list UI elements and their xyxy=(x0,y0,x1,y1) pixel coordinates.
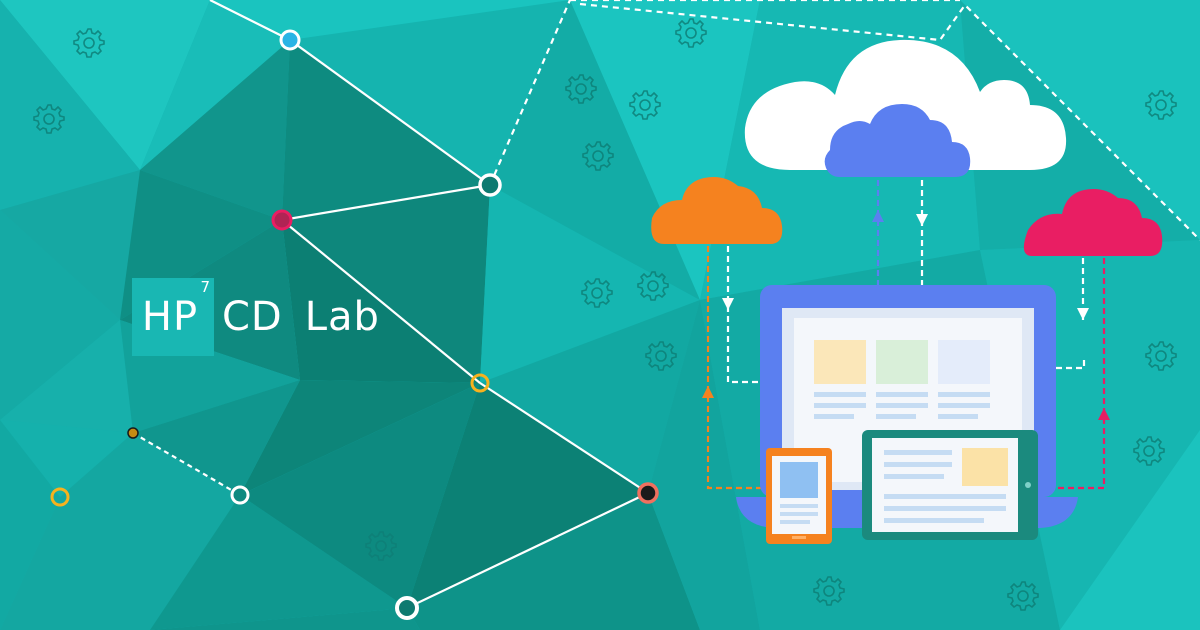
cloud-icon xyxy=(651,177,783,244)
arrow-up-icon xyxy=(1098,408,1110,420)
arrow-down-icon xyxy=(722,298,734,310)
connector-arrows xyxy=(702,210,1110,420)
arrow-up-icon xyxy=(872,210,884,222)
network-node-icon xyxy=(637,482,659,504)
connector-lines xyxy=(706,180,1106,490)
cloud-icon xyxy=(824,104,971,177)
network-node-icon xyxy=(127,427,139,439)
logo-hp-text: HP xyxy=(141,294,199,340)
network-nodes xyxy=(50,29,659,620)
arrow-down-icon xyxy=(916,214,928,226)
cloud-icon xyxy=(1023,189,1163,256)
blue-cloud xyxy=(824,104,971,177)
network-lines xyxy=(132,0,1200,609)
phone-icon xyxy=(766,448,832,544)
network-node-icon xyxy=(279,29,301,51)
logo-hp-box: HP 7 xyxy=(132,278,214,356)
orange-cloud xyxy=(651,177,783,244)
arrow-down-icon xyxy=(1077,308,1089,320)
network-node-icon xyxy=(470,373,490,393)
network-node-icon xyxy=(271,209,293,231)
pink-cloud xyxy=(1023,189,1163,256)
network-node-icon xyxy=(395,596,419,620)
network-node-icon xyxy=(50,487,70,507)
arrow-up-icon xyxy=(702,386,714,398)
hp7cd-lab-logo: HP 7 CD Lab xyxy=(132,278,380,356)
tablet-icon xyxy=(862,430,1038,540)
logo-superscript: 7 xyxy=(200,278,210,296)
logo-cd-text: CD xyxy=(222,294,283,340)
network-node-icon xyxy=(230,485,250,505)
network-node-icon xyxy=(478,173,502,197)
logo-lab-text: Lab xyxy=(304,294,380,340)
